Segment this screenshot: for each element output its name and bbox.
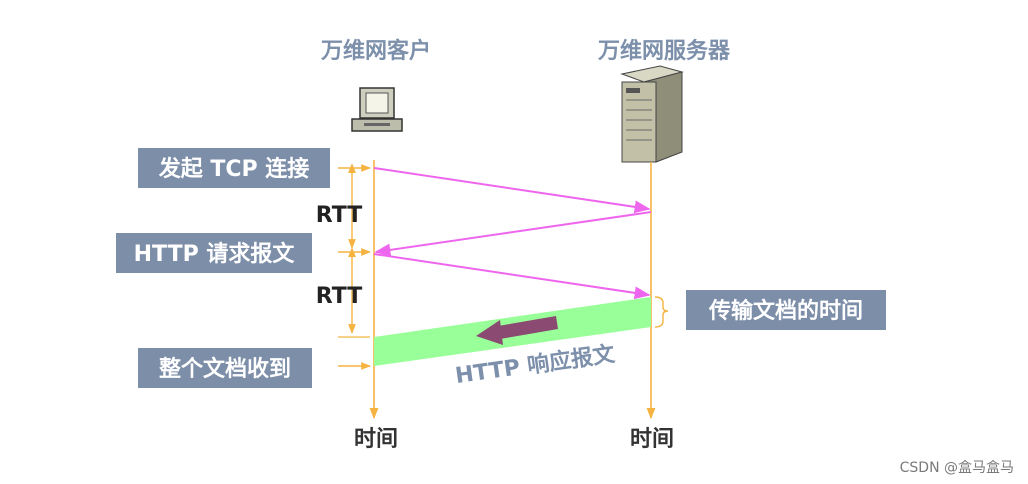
- client-computer-icon: [351, 87, 403, 132]
- client-title: 万维网客户: [320, 38, 431, 64]
- doc-received-box: [138, 348, 312, 388]
- http-request-label: HTTP 请求报文: [134, 241, 296, 267]
- rtt-1-label: RTT: [316, 203, 362, 228]
- server-time-label: 时间: [630, 427, 674, 452]
- initiate-tcp-label: 发起 TCP 连接: [158, 156, 310, 182]
- transfer-time-label: 传输文档的时间: [708, 298, 863, 324]
- http-request-box: [116, 233, 312, 273]
- client-time-label: 时间: [354, 427, 398, 452]
- initiate-tcp-box: [138, 148, 330, 188]
- rtt-2-label: RTT: [316, 284, 362, 309]
- server-tower-icon: [620, 65, 684, 163]
- doc-received-label: 整个文档收到: [159, 356, 291, 382]
- transfer-time-brace: [654, 296, 669, 328]
- http-request-arrow: [373, 253, 651, 300]
- transfer-direction-arrow: [476, 316, 558, 345]
- watermark: CSDN @盒马盒马: [900, 459, 1014, 476]
- tcp-synack-arrow: [374, 211, 652, 257]
- tcp-syn-arrow: [373, 167, 651, 214]
- server-title: 万维网服务器: [597, 38, 731, 64]
- transfer-time-box: [686, 290, 886, 330]
